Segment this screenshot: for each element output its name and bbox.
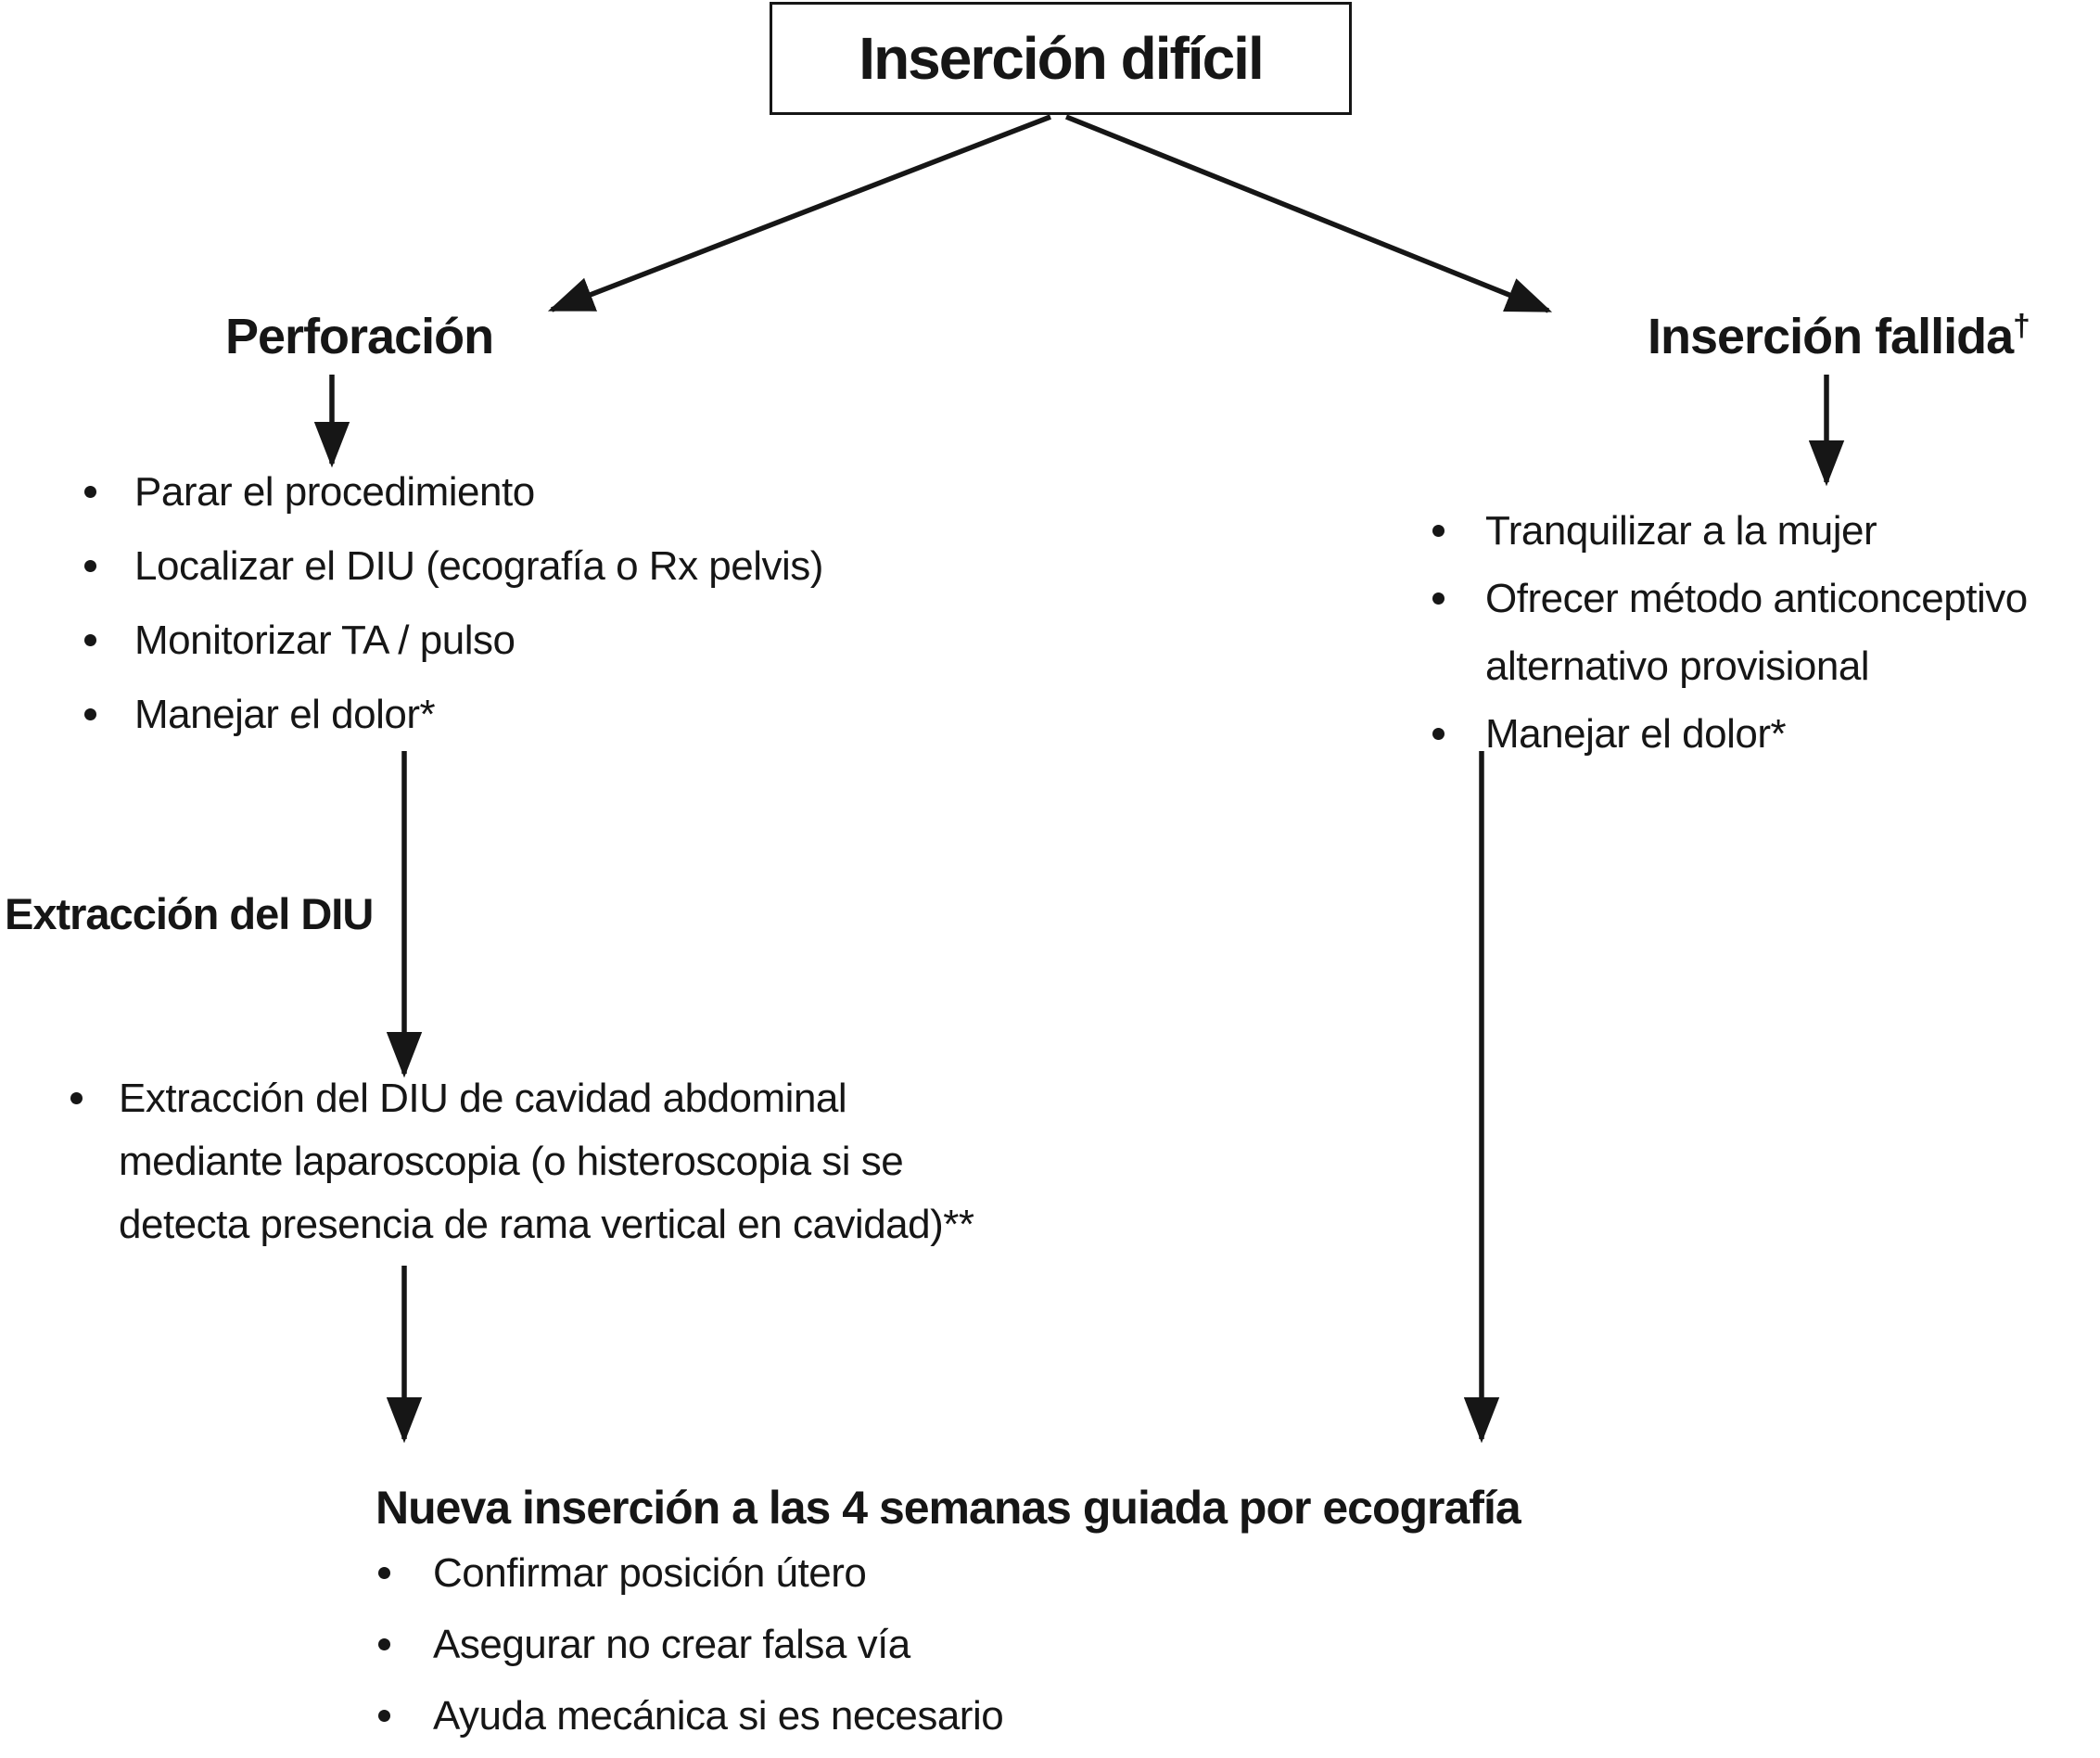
list-item: Manejar el dolor* bbox=[79, 678, 823, 752]
list-item: Tranquilizar a la mujer bbox=[1425, 497, 2093, 565]
list-item: Ofrecer método anticonceptivo alternativ… bbox=[1425, 565, 2093, 700]
bullet-dot-icon bbox=[84, 486, 96, 498]
list-item: Confirmar posición útero bbox=[372, 1537, 1003, 1609]
bullet-dot-icon bbox=[1432, 592, 1445, 605]
extraction-step-text: Extracción del DIU de cavidad abdominal … bbox=[119, 1076, 974, 1247]
list-item: Ayuda mecánica si es necesario bbox=[372, 1680, 1004, 1752]
list-item-text: Confirmar posición útero bbox=[433, 1550, 867, 1596]
list-item: Manejar el dolor* bbox=[1425, 700, 2093, 768]
dagger-footnote-mark: † bbox=[2013, 309, 2030, 343]
reinsertion-heading: Nueva inserción a las 4 semanas guiada p… bbox=[375, 1482, 1521, 1534]
failed-insertion-label-text: Inserción fallida bbox=[1648, 309, 2014, 364]
list-item: Parar el procedimiento bbox=[79, 455, 823, 529]
list-item: Monitorizar TA / pulso bbox=[79, 604, 823, 678]
failed-insertion-steps-list: Tranquilizar a la mujer Ofrecer método a… bbox=[1425, 497, 2093, 768]
list-item-text: Tranquilizar a la mujer bbox=[1485, 508, 1877, 554]
perforation-label: Perforación bbox=[225, 309, 494, 364]
bullet-dot-icon bbox=[1432, 728, 1445, 740]
arrow-title-to-failed-insertion-icon bbox=[1064, 114, 1553, 313]
list-item-text: Monitorizar TA / pulso bbox=[134, 618, 515, 663]
list-item-text: Asegurar no crear falsa vía bbox=[433, 1622, 910, 1667]
list-item-text: Ayuda mecánica si es necesario bbox=[433, 1693, 1004, 1739]
list-item-text: Manejar el dolor* bbox=[134, 692, 436, 737]
list-item-text: Localizar el DIU (ecografía o Rx pelvis) bbox=[134, 543, 823, 589]
title-box: Inserción difícil bbox=[770, 2, 1352, 115]
bullet-dot-icon bbox=[378, 1710, 390, 1722]
bullet-dot-icon bbox=[70, 1092, 83, 1104]
bullet-dot-icon bbox=[378, 1567, 390, 1579]
extraction-step: Extracción del DIU de cavidad abdominal … bbox=[65, 1067, 1029, 1256]
bullet-dot-icon bbox=[378, 1638, 390, 1650]
bullet-dot-icon bbox=[84, 560, 96, 572]
page-title: Inserción difícil bbox=[859, 25, 1264, 92]
list-item: Asegurar no crear falsa vía bbox=[372, 1609, 1003, 1680]
reinsertion-steps-list: Confirmar posición útero Asegurar no cre… bbox=[372, 1537, 1004, 1752]
list-item: Localizar el DIU (ecografía o Rx pelvis) bbox=[79, 529, 823, 604]
extraction-label: Extracción del DIU bbox=[5, 889, 374, 938]
list-item-text: Ofrecer método anticonceptivo alternativ… bbox=[1485, 576, 2028, 689]
list-item-text: Manejar el dolor* bbox=[1485, 711, 1787, 757]
arrow-title-to-perforation-icon bbox=[547, 114, 1051, 312]
list-item-text: Parar el procedimiento bbox=[134, 469, 535, 515]
bullet-dot-icon bbox=[84, 708, 96, 720]
bullet-dot-icon bbox=[84, 634, 96, 646]
failed-insertion-label: Inserción fallida† bbox=[1648, 308, 2030, 365]
bullet-dot-icon bbox=[1432, 525, 1445, 537]
perforation-steps-list: Parar el procedimiento Localizar el DIU … bbox=[79, 455, 823, 752]
